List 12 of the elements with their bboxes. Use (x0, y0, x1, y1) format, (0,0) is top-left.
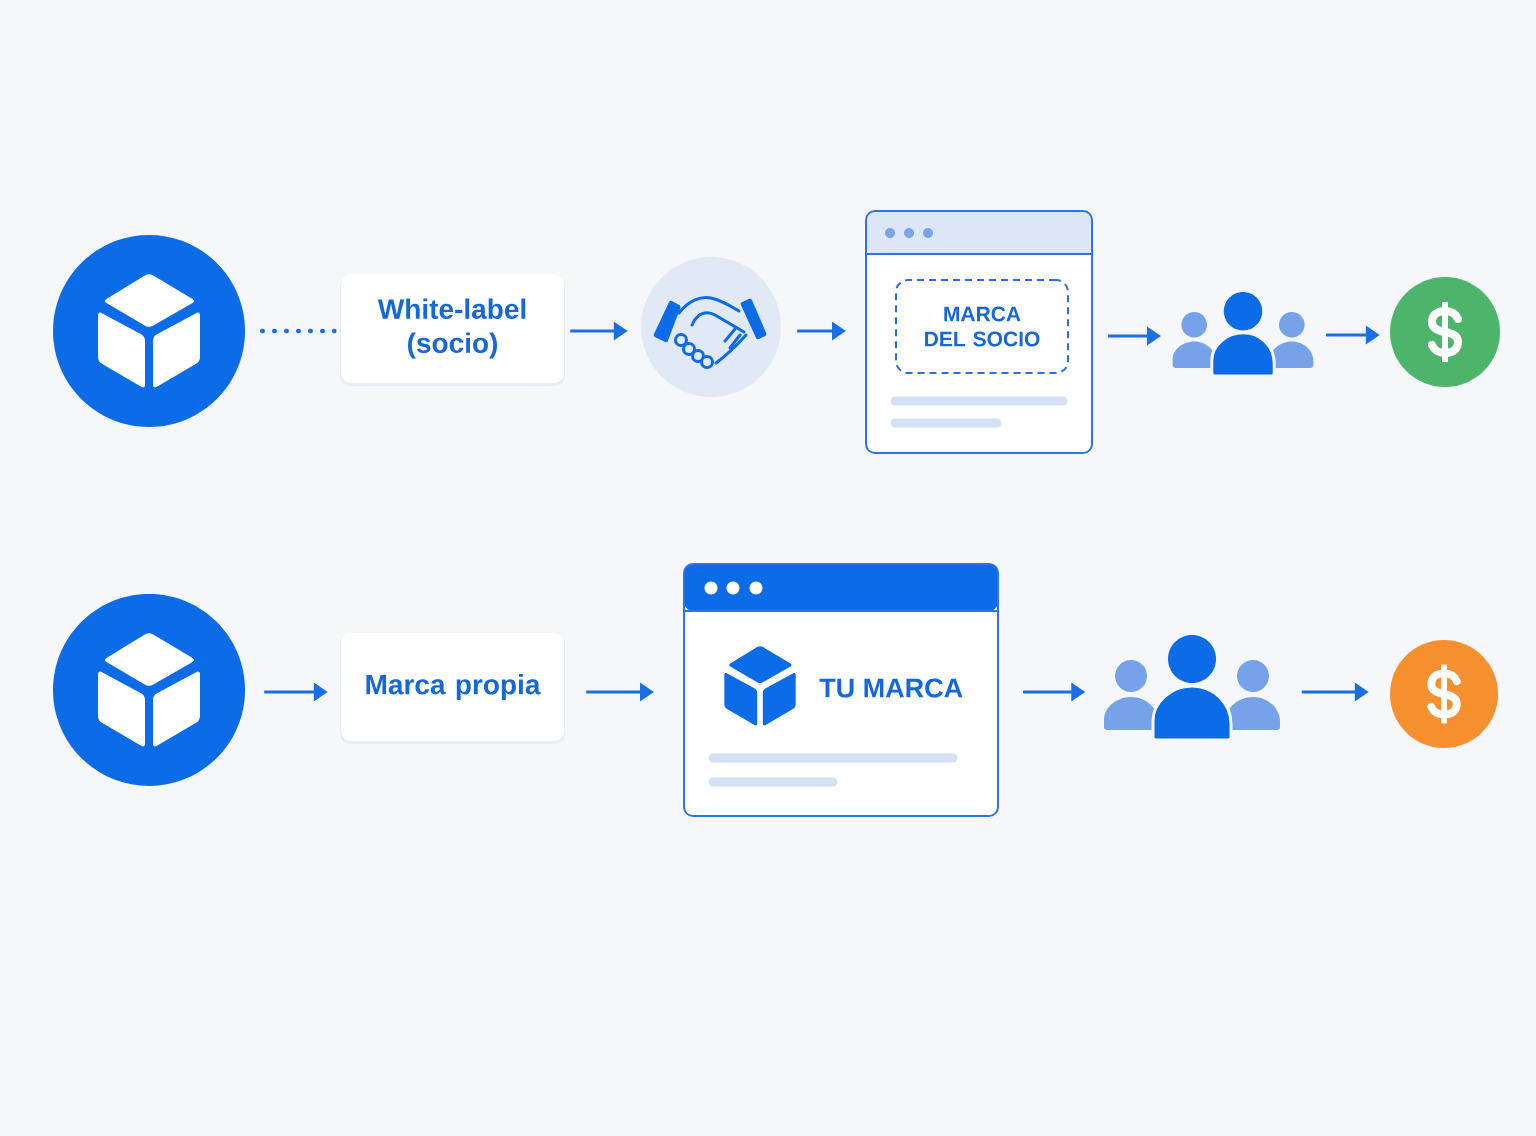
dotted-line (259, 328, 337, 334)
dollar-icon (1390, 277, 1500, 387)
cube-icon (53, 235, 245, 427)
cube-icon (53, 594, 245, 786)
dollar-icon (1390, 640, 1498, 748)
people-icon (1172, 292, 1314, 378)
label-box: Marca propia (340, 633, 565, 744)
people-icon (1104, 635, 1280, 742)
window-title: TU MARCA (819, 678, 963, 698)
dashed-box: MARCA DEL SOCIO (895, 279, 1069, 374)
label-box: White-label (socio) (340, 274, 565, 386)
handshake-icon (641, 257, 781, 397)
